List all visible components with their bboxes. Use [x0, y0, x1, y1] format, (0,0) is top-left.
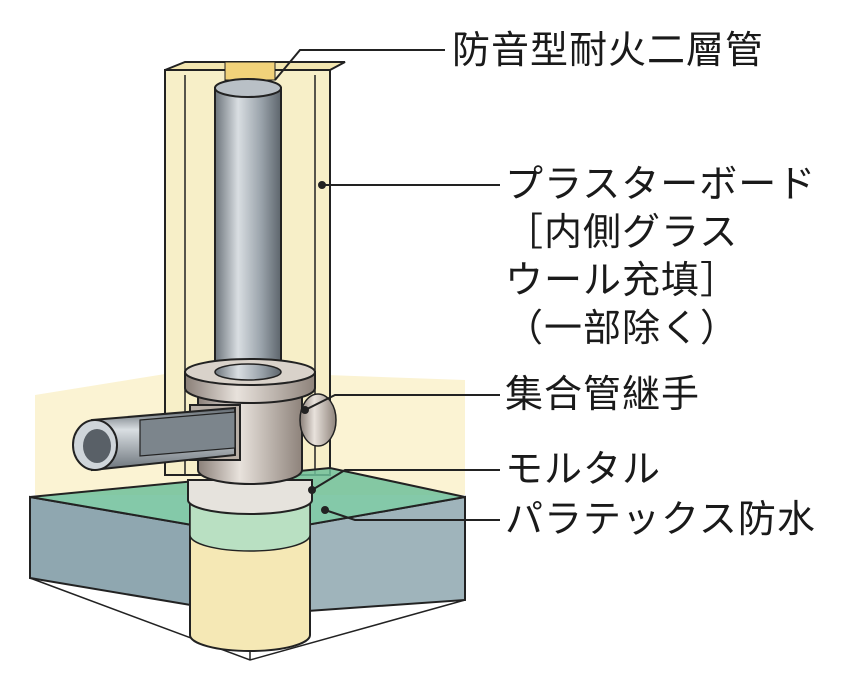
sleeve-cylinder: [189, 499, 311, 652]
label-plaster-board-line3: ウール充填］: [505, 258, 740, 302]
horizontal-pipe: [72, 406, 236, 472]
label-plaster-board: プラスターボード: [505, 162, 817, 206]
label-fireproof-pipe: 防音型耐火二層管: [452, 28, 765, 72]
label-mortar: モルタル: [505, 447, 662, 491]
label-waterproofing: パラテックス防水: [505, 497, 816, 541]
mortar-ring: [187, 479, 313, 515]
leader-lines: [274, 49, 500, 521]
label-plaster-board-line4: （一部除く）: [505, 306, 740, 350]
vertical-pipe: [214, 78, 282, 379]
label-plaster-board-line2: ［内側グラス: [505, 210, 739, 254]
label-collector-joint: 集合管継手: [505, 372, 701, 416]
